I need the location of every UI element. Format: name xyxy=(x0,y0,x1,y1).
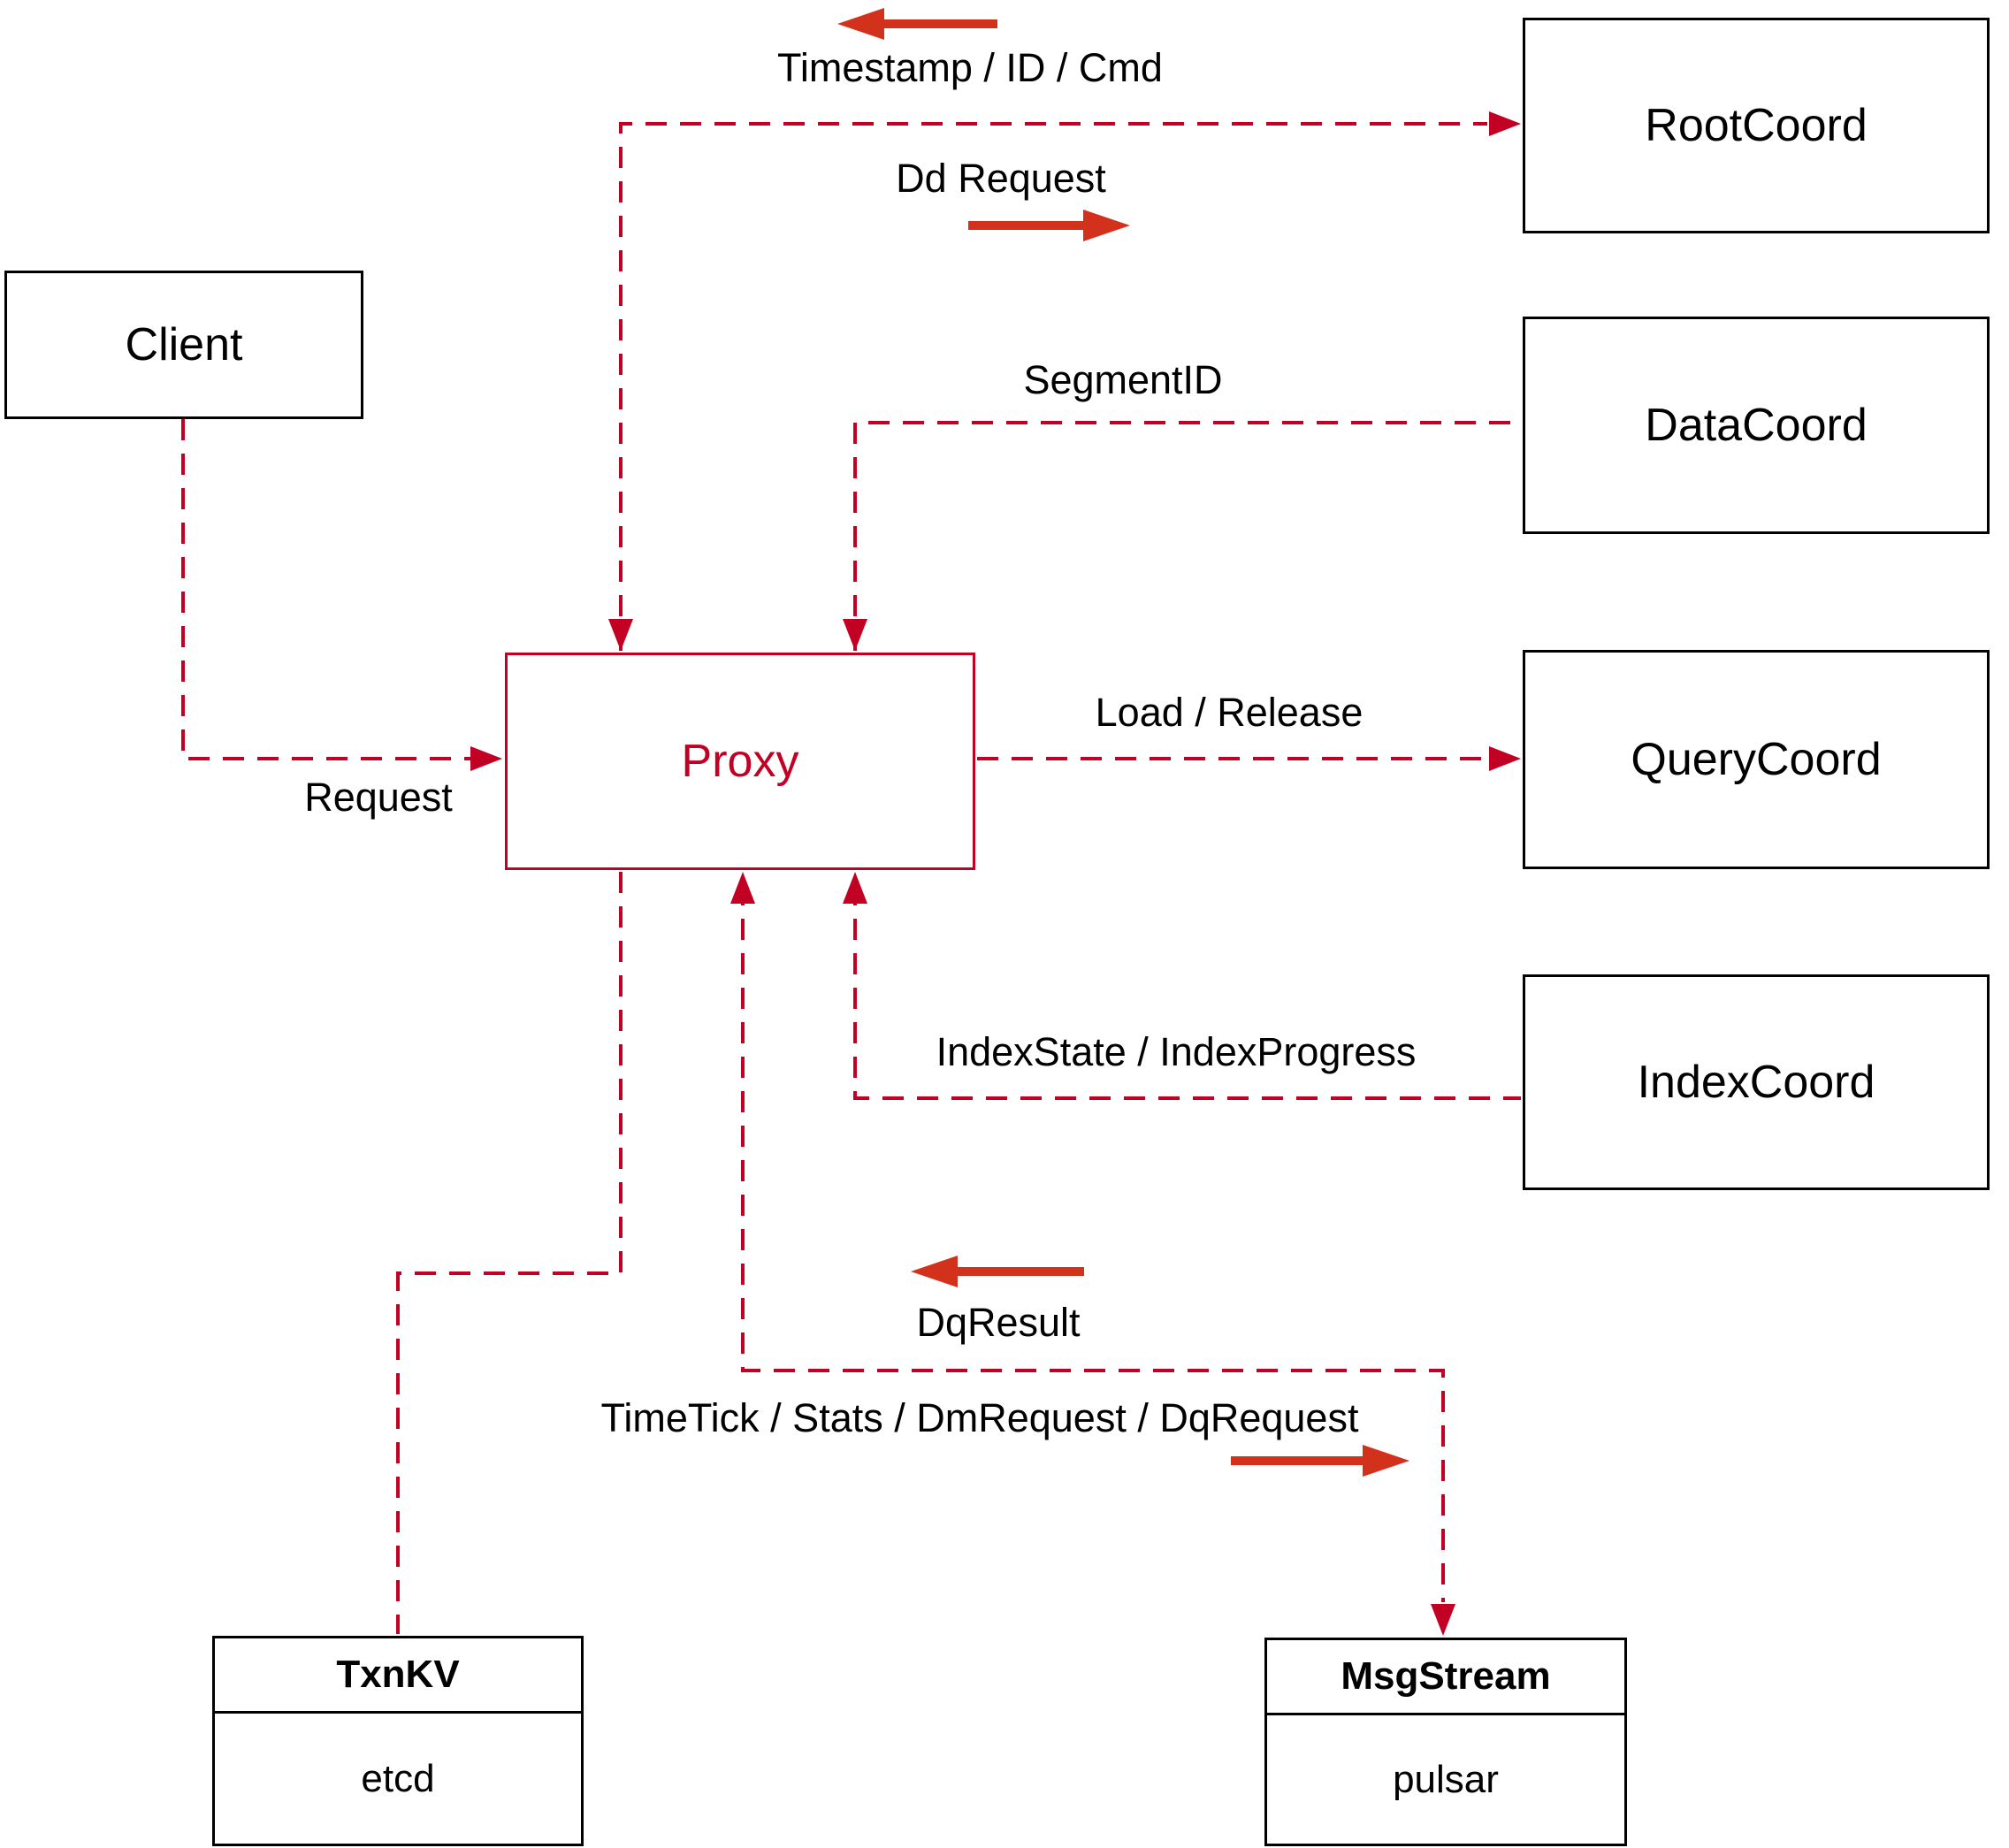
request-edge-label: Request xyxy=(304,775,453,820)
node-datacoord: DataCoord xyxy=(1523,317,1990,534)
client-label: Client xyxy=(125,319,243,370)
node-querycoord: QueryCoord xyxy=(1523,650,1990,869)
arrowhead-into-rootcoord-icon xyxy=(1489,111,1521,136)
node-indexcoord: IndexCoord xyxy=(1523,974,1990,1190)
arrowhead-into-querycoord-icon xyxy=(1489,746,1521,771)
proxy-label: Proxy xyxy=(681,736,799,787)
dq-result-direction-left-arrow-icon xyxy=(911,1256,1084,1287)
time-tick-edge-label: TimeTick / Stats / DmRequest / DqRequest xyxy=(600,1395,1359,1440)
arrowhead-into-proxy-top2-icon xyxy=(843,619,867,651)
edge-proxy-txnkv xyxy=(396,872,623,1634)
node-rootcoord: RootCoord xyxy=(1523,18,1990,233)
edge-proxy-datacoord xyxy=(853,421,1521,651)
arrowhead-into-proxy-left-icon xyxy=(470,746,502,771)
arrowhead-into-proxy-bottom1-icon xyxy=(730,872,755,904)
edge-proxy-msgstream xyxy=(741,884,1445,1602)
edge-proxy-indexcoord xyxy=(853,884,1521,1100)
node-proxy: Proxy xyxy=(505,653,975,870)
arrowhead-into-msgstream-icon xyxy=(1431,1604,1455,1636)
dd-request-edge-label: Dd Request xyxy=(896,156,1106,201)
node-txnkv: TxnKV etcd xyxy=(212,1636,584,1846)
timestamp-id-cmd-edge-label: Timestamp / ID / Cmd xyxy=(777,45,1163,90)
dq-result-edge-label: DqResult xyxy=(916,1300,1081,1345)
txnkv-subtitle: etcd xyxy=(361,1756,435,1800)
edge-client-to-proxy xyxy=(181,419,486,760)
txnkv-title: TxnKV xyxy=(215,1638,581,1714)
msgstream-subtitle: pulsar xyxy=(1393,1757,1499,1801)
arrowhead-into-proxy-top1-icon xyxy=(608,619,633,651)
edge-proxy-rootcoord xyxy=(619,122,1487,651)
load-release-edge-label: Load / Release xyxy=(1095,690,1364,735)
index-state-progress-edge-label: IndexState / IndexProgress xyxy=(936,1029,1417,1074)
indexcoord-label: IndexCoord xyxy=(1637,1057,1875,1108)
msgstream-title: MsgStream xyxy=(1267,1640,1624,1715)
time-tick-direction-right-arrow-icon xyxy=(1231,1445,1409,1477)
segment-id-edge-label: SegmentID xyxy=(1023,357,1223,402)
dd-request-direction-right-arrow-icon xyxy=(968,210,1130,241)
timestamp-direction-left-arrow-icon xyxy=(837,8,997,40)
querycoord-label: QueryCoord xyxy=(1631,734,1882,785)
node-msgstream: MsgStream pulsar xyxy=(1264,1638,1627,1846)
datacoord-label: DataCoord xyxy=(1645,400,1868,451)
node-client: Client xyxy=(4,271,363,419)
arrowhead-into-proxy-bottom2-icon xyxy=(843,872,867,904)
rootcoord-label: RootCoord xyxy=(1645,100,1868,151)
